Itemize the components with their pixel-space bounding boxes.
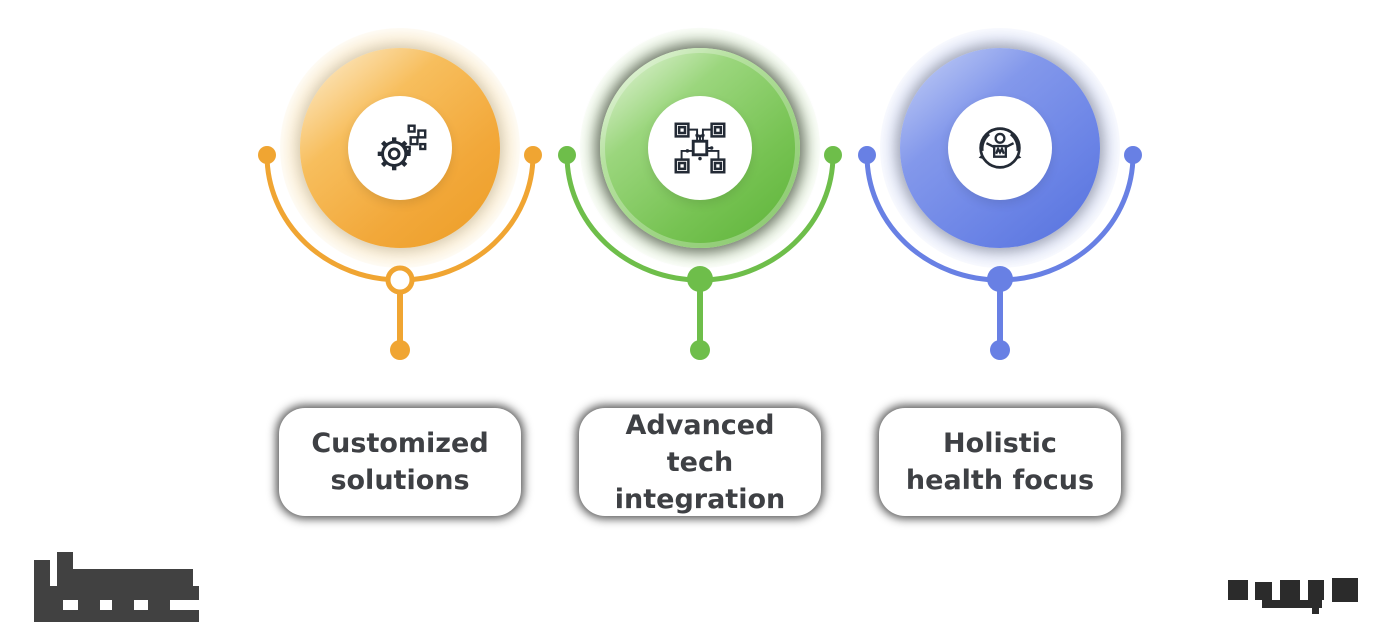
pixel-block [73,569,193,587]
pixel-block [34,610,199,622]
pixel-block [34,560,50,588]
pixel-block [34,600,63,610]
icon-badge [348,96,452,200]
pixel-block [34,586,199,600]
connector-pendulum [258,146,542,360]
feature-customized-solutions: Customized solutions [250,0,550,638]
pixel-block [78,600,100,610]
feature-advanced-tech-integration: Advanced tech integration [550,0,850,638]
watermark-right-pixelated [1228,578,1368,614]
feature-label: Holistic health focus [905,428,1095,496]
pixel-block [1228,580,1248,600]
pixel-block [1308,580,1324,600]
feature-label: Customized solutions [311,428,489,496]
feature-holistic-health-focus: Holistic health focus [850,0,1150,638]
pixel-block [148,600,170,610]
chip-network-icon [674,122,726,174]
person-renewal-icon [978,127,1022,169]
pixel-block [1332,578,1358,602]
pixel-block [112,600,134,610]
icon-badge [648,96,752,200]
gear-pixels-icon [377,124,427,171]
feature-label-card: Holistic health focus [879,408,1121,516]
watermark-left-pixelated [33,552,203,624]
pixel-block [1262,600,1322,608]
pixel-block [1280,580,1300,600]
feature-label-card: Advanced tech integration [579,408,821,516]
feature-label: Advanced tech integration [614,409,786,515]
feature-label-card: Customized solutions [279,408,521,516]
pixel-block [1255,582,1272,600]
connector-pendulum [558,146,842,360]
connector-pendulum [858,146,1142,360]
icon-badge [948,96,1052,200]
pixel-block [1312,602,1319,614]
pixel-block [57,552,73,588]
